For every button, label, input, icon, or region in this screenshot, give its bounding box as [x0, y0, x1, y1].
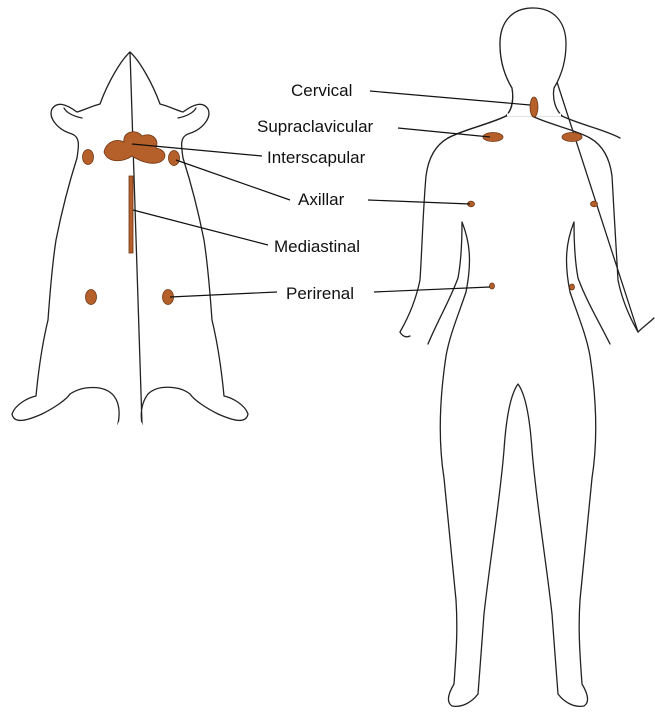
mouse-mediastinal-depot: [129, 176, 133, 253]
human-perirenal-depot-right: [570, 284, 575, 290]
human-figure: [400, 8, 654, 706]
mouse-axillar-depot-right: [169, 151, 180, 166]
human-hand-right: [638, 318, 654, 332]
human-axillar-depot-right: [591, 201, 598, 207]
label-perirenal: Perirenal: [286, 284, 354, 303]
label-axillar: Axillar: [298, 190, 345, 209]
label-interscapular: Interscapular: [267, 148, 366, 167]
mouse-axillar-depot-left: [83, 150, 94, 165]
human-perirenal-depot-left: [490, 283, 495, 289]
human-supraclavicular-depot-right: [562, 133, 582, 142]
depot-labels: Cervical Supraclavicular Interscapular A…: [257, 81, 374, 303]
human-cervical-depot: [530, 97, 538, 117]
mouse-perirenal-depot-left: [86, 290, 97, 305]
label-supraclavicular: Supraclavicular: [257, 117, 374, 136]
label-mediastinal: Mediastinal: [274, 237, 360, 256]
leader-perirenal-human: [374, 287, 490, 292]
human-hand-left: [400, 332, 410, 337]
label-cervical: Cervical: [291, 81, 352, 100]
leader-axillar-human: [368, 200, 470, 204]
